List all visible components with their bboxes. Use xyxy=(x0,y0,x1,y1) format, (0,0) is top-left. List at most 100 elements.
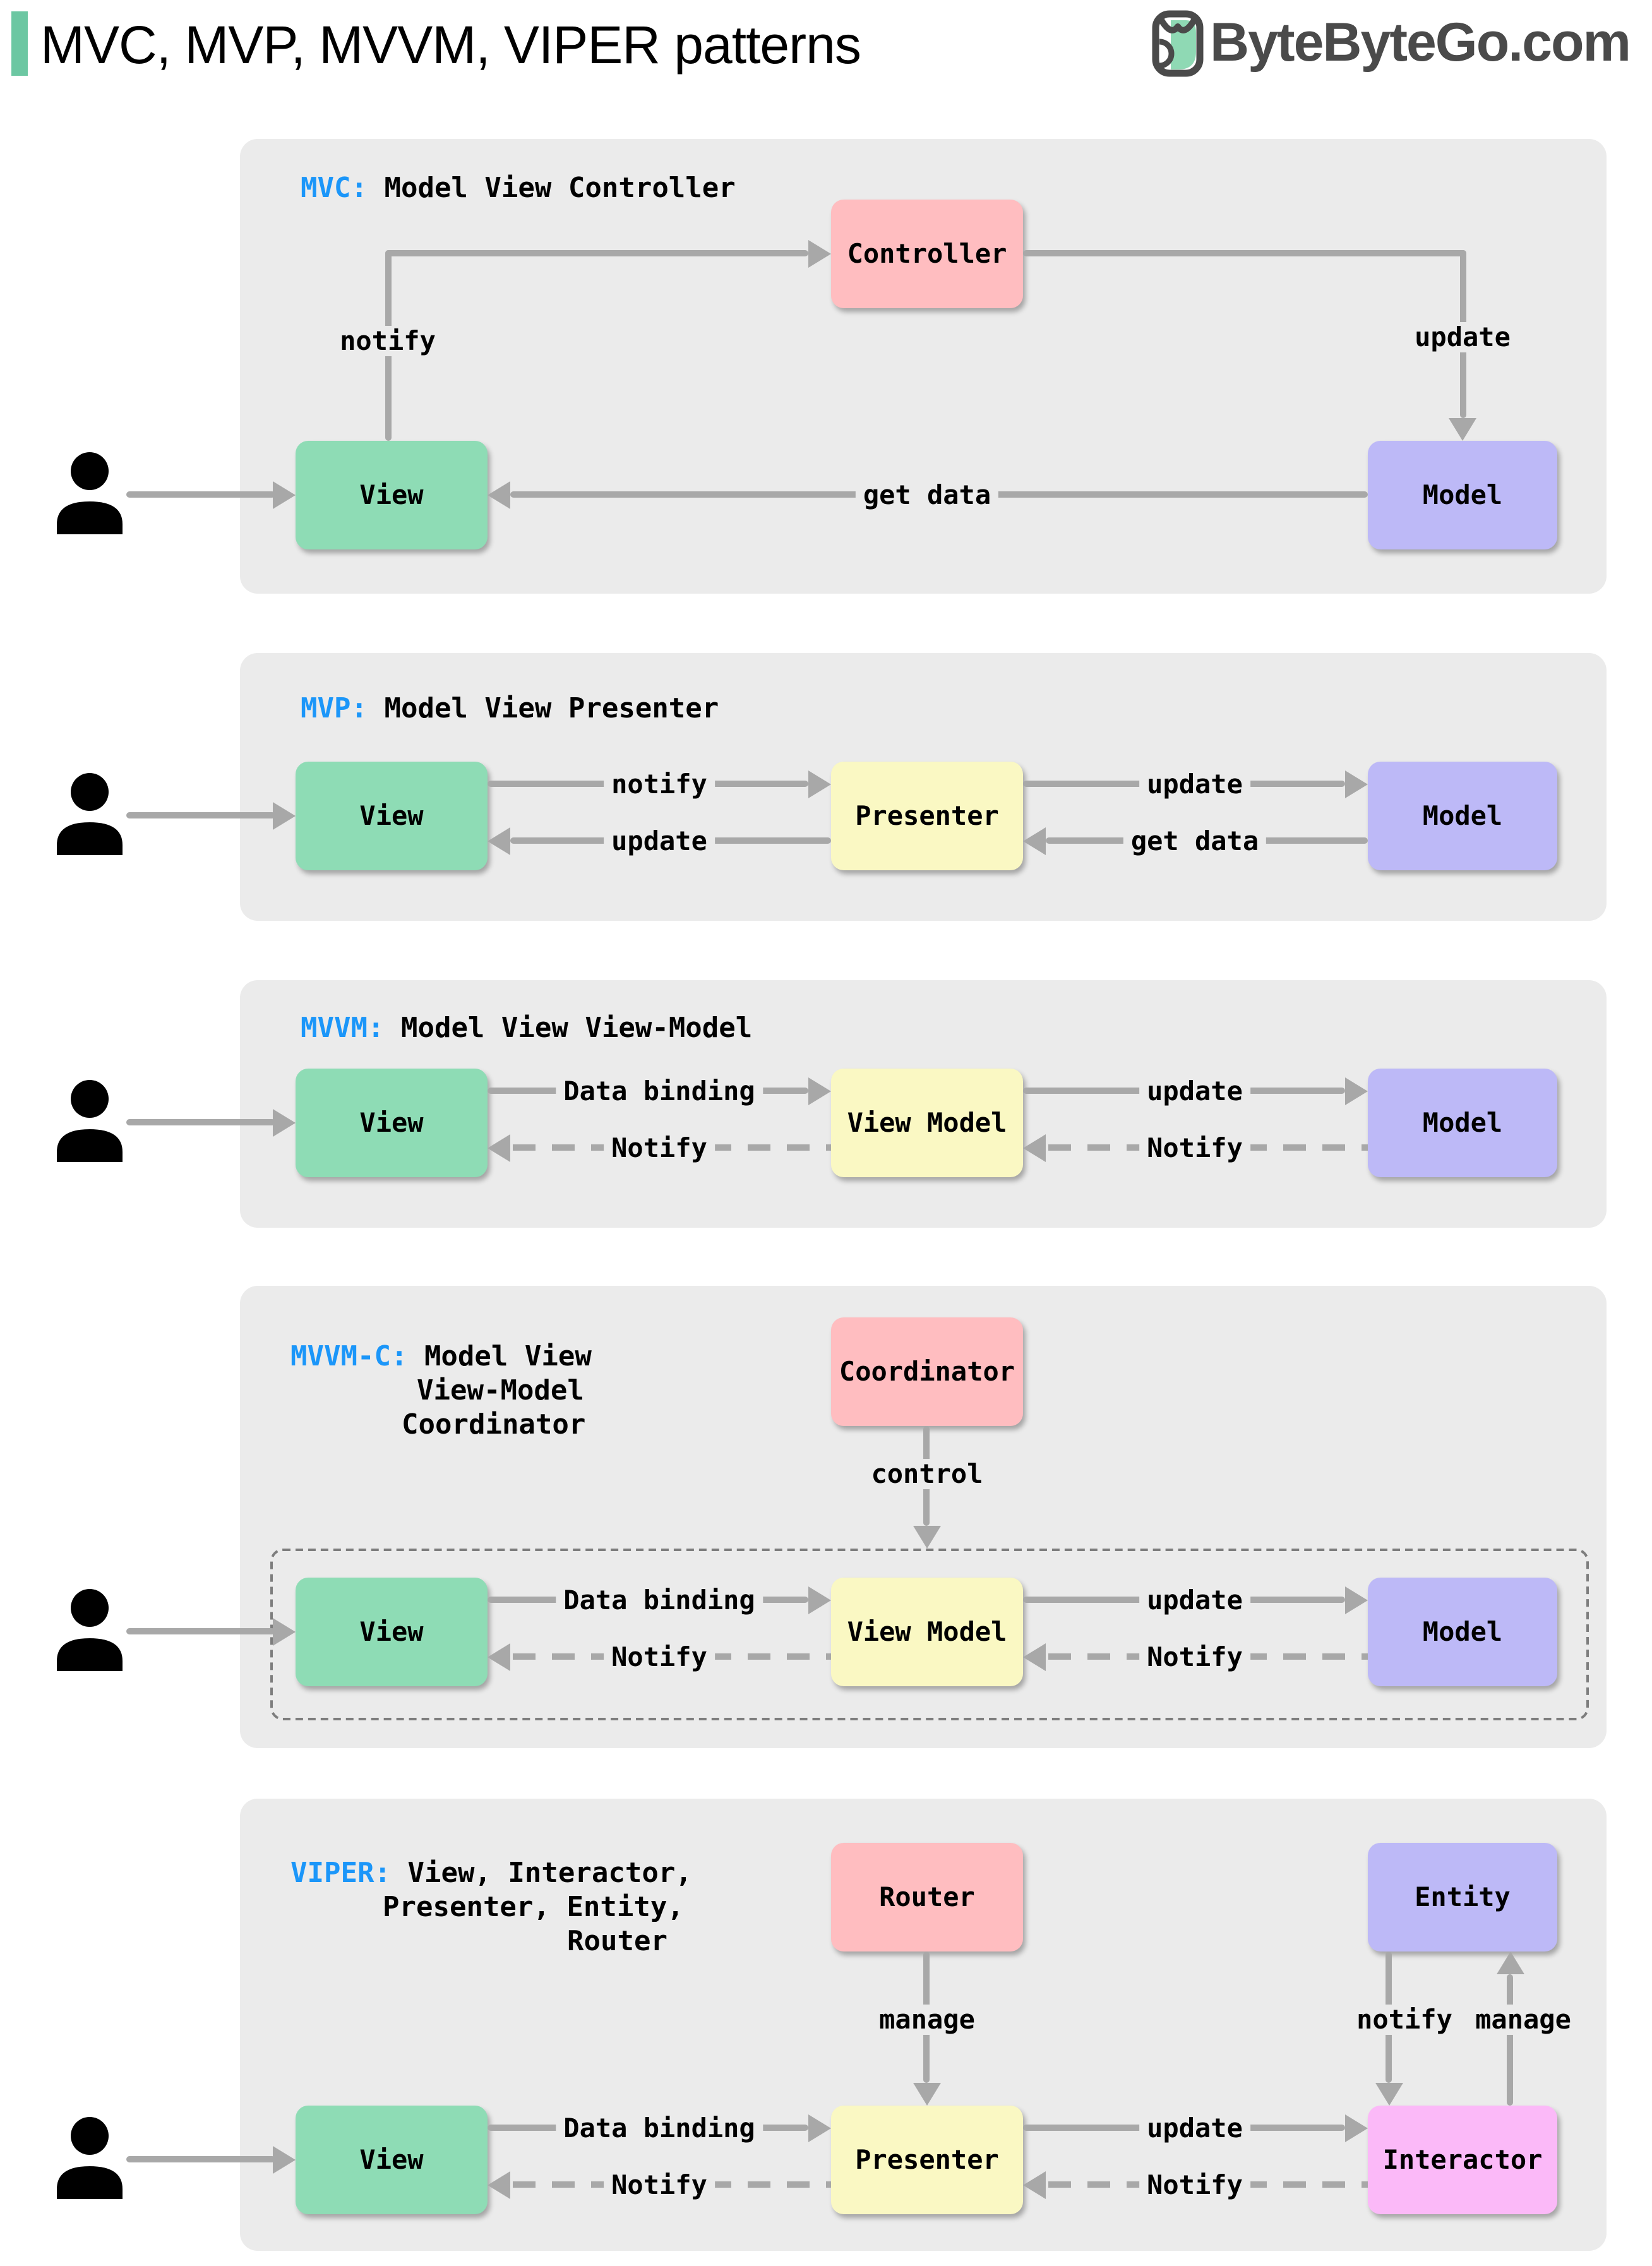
viper-manage-entity-label: manage xyxy=(1468,2005,1579,2035)
arrowhead xyxy=(808,240,831,268)
mvvmc-control-label: control xyxy=(863,1459,991,1489)
panel-viper-desc1: View, Interactor, xyxy=(407,1858,692,1890)
mvc-notify-label: notify xyxy=(332,326,443,356)
arrowhead xyxy=(808,1077,831,1105)
mvvmc-model-box: Model xyxy=(1368,1578,1557,1686)
viper-manage-router-label: manage xyxy=(871,2005,983,2035)
arrowhead xyxy=(808,770,831,798)
arrowhead xyxy=(1345,1077,1368,1105)
arrowhead xyxy=(808,2114,831,2142)
arrow-line xyxy=(1507,1974,1513,2106)
viper-data-binding-label: Data binding xyxy=(556,2113,763,2143)
panel-mvvm-tag: MVVM: xyxy=(301,1013,385,1045)
mvvm-notify-left-label: Notify xyxy=(604,1133,715,1163)
arrowhead xyxy=(273,1618,296,1646)
arrowhead xyxy=(1023,1134,1046,1162)
arrow-line xyxy=(385,250,808,256)
arrowhead xyxy=(273,802,296,830)
mvvmc-view-model-box: View Model xyxy=(831,1578,1023,1686)
panel-mvc-tag: MVC: xyxy=(301,173,368,205)
arrow-line xyxy=(126,1628,275,1634)
arrowhead xyxy=(273,2146,296,2174)
arrowhead xyxy=(488,2171,510,2199)
arrow-line xyxy=(126,2156,275,2162)
viper-entity-box: Entity xyxy=(1368,1843,1557,1951)
arrowhead xyxy=(1375,2083,1403,2106)
arrowhead xyxy=(488,1134,510,1162)
panel-mvvmc-title-line1: MVVM-C: Model View xyxy=(290,1341,592,1373)
mvvm-view-model-box: View Model xyxy=(831,1069,1023,1177)
arrowhead xyxy=(1023,827,1046,855)
mvvmc-notify-right-label: Notify xyxy=(1139,1642,1250,1672)
panel-mvc-desc: Model View Controller xyxy=(384,173,736,205)
arrow-line xyxy=(126,1119,275,1125)
panel-viper-title-line1: VIPER: View, Interactor, xyxy=(290,1858,692,1890)
arrow-line xyxy=(126,812,275,818)
arrowhead xyxy=(488,481,510,509)
user-icon xyxy=(57,452,123,534)
panel-mvvm-desc: Model View View-Model xyxy=(400,1013,753,1045)
mvvm-model-box: Model xyxy=(1368,1069,1557,1177)
arrowhead xyxy=(488,827,510,855)
mvvmc-coordinator-box: Coordinator xyxy=(831,1317,1023,1426)
panel-viper-title-line2: Presenter, Entity, xyxy=(383,1892,684,1924)
arrowhead xyxy=(1449,418,1476,441)
viper-update-label: update xyxy=(1139,2113,1250,2143)
arrowhead xyxy=(273,1109,296,1137)
panel-mvp-desc: Model View Presenter xyxy=(384,693,719,725)
mvc-update-label: update xyxy=(1407,322,1518,352)
mvvm-update-label: update xyxy=(1139,1076,1250,1106)
viper-router-box: Router xyxy=(831,1843,1023,1951)
panel-mvp-title: MVP: Model View Presenter xyxy=(301,693,719,725)
arrowhead xyxy=(1345,1586,1368,1614)
page-title: MVC, MVP, MVVM, VIPER patterns xyxy=(40,15,861,75)
panel-viper-title-line3: Router xyxy=(567,1926,667,1958)
arrowhead xyxy=(273,481,296,509)
arrowhead xyxy=(1023,2171,1046,2199)
viper-notify-right-label: Notify xyxy=(1139,2170,1250,2200)
mvc-controller-box: Controller xyxy=(831,200,1023,308)
arrowhead xyxy=(1345,770,1368,798)
mvvmc-notify-left-label: Notify xyxy=(604,1642,715,1672)
panel-mvvmc-desc1: Model View xyxy=(424,1341,592,1373)
viper-notify-entity-label: notify xyxy=(1349,2005,1460,2035)
mvp-view-box: View xyxy=(296,762,488,870)
viper-interactor-box: Interactor xyxy=(1368,2106,1557,2214)
arrow-line xyxy=(126,491,275,498)
mvp-model-box: Model xyxy=(1368,762,1557,870)
mvvmc-scope-container xyxy=(270,1549,1589,1720)
user-icon xyxy=(57,2117,123,2199)
panel-mvvmc-tag: MVVM-C: xyxy=(290,1341,408,1373)
arrowhead xyxy=(1023,1643,1046,1671)
panel-mvc-title: MVC: Model View Controller xyxy=(301,173,736,205)
mvc-view-box: View xyxy=(296,441,488,549)
mvvm-data-binding-label: Data binding xyxy=(556,1076,763,1106)
viper-view-box: View xyxy=(296,2106,488,2214)
mvp-update-right-label: update xyxy=(1139,769,1250,800)
mvp-presenter-box: Presenter xyxy=(831,762,1023,870)
mvp-get-data-label: get data xyxy=(1123,826,1267,856)
arrowhead xyxy=(913,2083,941,2106)
panel-mvvmc-title-line2: View-Model xyxy=(417,1376,584,1407)
user-icon xyxy=(57,1080,123,1162)
arrowhead xyxy=(1497,1951,1524,1974)
panel-mvvmc-title-line3: Coordinator xyxy=(402,1410,586,1441)
panel-viper-tag: VIPER: xyxy=(290,1858,391,1890)
title-accent-bar xyxy=(11,11,28,76)
bytebytego-logo-text: ByteByteGo.com xyxy=(1210,13,1631,73)
viper-notify-left-label: Notify xyxy=(604,2170,715,2200)
panel-mvp-tag: MVP: xyxy=(301,693,368,725)
mvp-notify-label: notify xyxy=(604,769,715,800)
mvc-model-box: Model xyxy=(1368,441,1557,549)
panel-mvvm-title: MVVM: Model View View-Model xyxy=(301,1013,752,1045)
mvvm-view-box: View xyxy=(296,1069,488,1177)
viper-presenter-box: Presenter xyxy=(831,2106,1023,2214)
mvc-get-data-label: get data xyxy=(855,480,999,510)
bytebytego-logo-icon xyxy=(1152,10,1204,77)
mvvmc-data-binding-label: Data binding xyxy=(556,1585,763,1616)
mvvmc-update-label: update xyxy=(1139,1585,1250,1616)
arrowhead xyxy=(913,1526,941,1549)
arrowhead xyxy=(1345,2114,1368,2142)
mvp-update-left-label: update xyxy=(604,826,715,856)
